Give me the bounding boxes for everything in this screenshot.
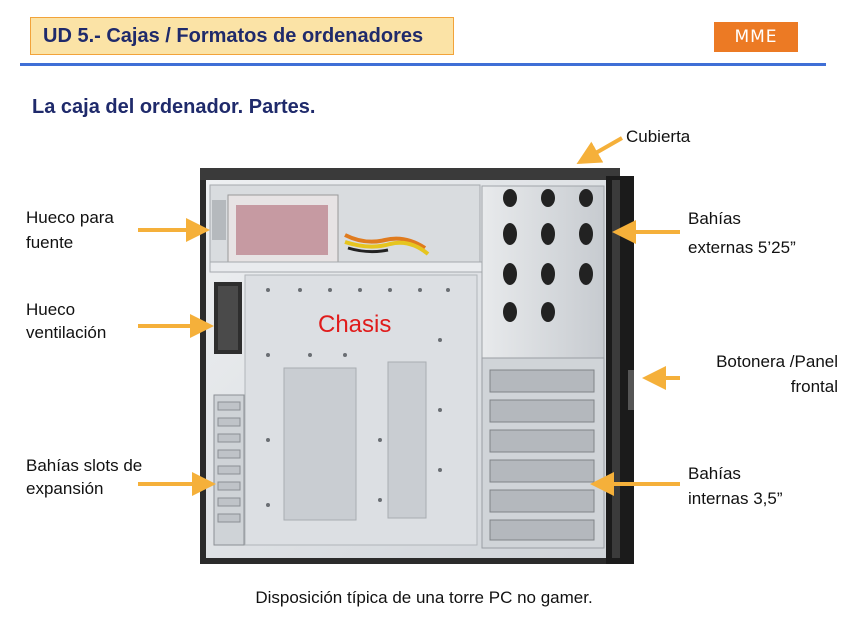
label-slots-line1: Bahías slots de xyxy=(26,454,142,477)
label-bahias-externas-line1: Bahías xyxy=(688,207,741,230)
arrow-cubierta xyxy=(580,138,622,162)
label-bahias-internas-line2: internas 3,5” xyxy=(688,487,783,510)
label-chasis: Chasis xyxy=(318,311,391,339)
figure-caption: Disposición típica de una torre PC no ga… xyxy=(0,588,848,608)
label-hueco-ventilacion-line2: ventilación xyxy=(26,321,106,344)
label-botonera-line1: Botonera /Panel xyxy=(716,350,838,373)
label-slots-line2: expansión xyxy=(26,477,104,500)
external-bays xyxy=(482,186,604,358)
label-bahias-externas-line2: externas 5’25” xyxy=(688,236,796,259)
label-hueco-fuente-line2: fuente xyxy=(26,231,73,254)
internal-bays xyxy=(482,358,604,548)
label-bahias-internas-line1: Bahías xyxy=(688,462,741,485)
expansion-slots xyxy=(214,395,244,545)
label-hueco-fuente-line1: Hueco para xyxy=(26,206,114,229)
psu-bay xyxy=(210,185,482,272)
fan-area xyxy=(214,282,242,354)
label-botonera-line2: frontal xyxy=(791,375,838,398)
label-hueco-ventilacion-line1: Hueco xyxy=(26,298,75,321)
label-cubierta: Cubierta xyxy=(626,125,690,148)
